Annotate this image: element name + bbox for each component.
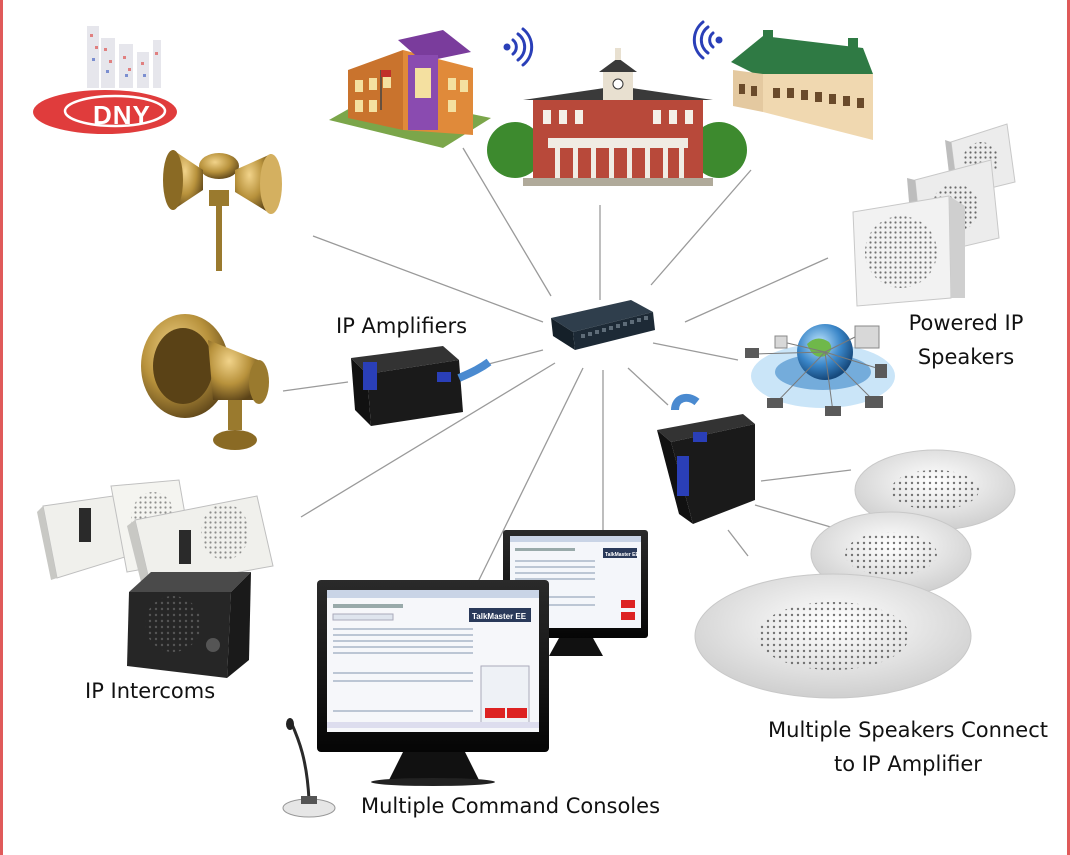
- wifi-icon: [692, 20, 723, 60]
- wall-speaker-icon: [852, 195, 965, 307]
- label-multiple-speakers: Multiple Speakers Connect to IP Amplifie…: [763, 713, 1053, 781]
- network-switch-icon: [551, 300, 655, 350]
- diagram-canvas: TalkMaster EE TalkMaster EE: [33, 20, 1016, 818]
- colonial-building-icon: [487, 48, 747, 186]
- label-line: Speakers: [917, 345, 1015, 369]
- label-ip-amplifiers: IP Amplifiers: [336, 314, 468, 338]
- ip-amplifier-icon: [351, 346, 492, 426]
- school-building-icon: [329, 30, 491, 148]
- ceiling-speaker-icon: [694, 573, 972, 699]
- logo-text: DNY: [93, 100, 151, 130]
- monitor-icon: [317, 580, 549, 786]
- network-globe-icon: [745, 324, 895, 416]
- label-powered-ip-speakers: Powered IP Speakers: [896, 306, 1036, 374]
- ceiling-speaker-icon: [854, 449, 1016, 531]
- wifi-icon: [503, 27, 534, 67]
- intercom-icon: [127, 572, 251, 678]
- dny-logo: [33, 26, 177, 134]
- ip-amplifier-icon: [657, 393, 755, 524]
- intercom-icon: [127, 495, 274, 590]
- label-line: Powered IP: [908, 311, 1024, 335]
- label-multiple-command-consoles: Multiple Command Consoles: [361, 794, 661, 818]
- console-brand-text: TalkMaster EE: [605, 552, 639, 558]
- horn-speaker-icon: [141, 314, 269, 450]
- microphone-icon: [282, 718, 336, 818]
- console-brand-text: TalkMaster EE: [472, 612, 527, 621]
- label-line: Multiple Speakers Connect: [768, 718, 1048, 742]
- horn-speaker-icon: [163, 150, 282, 271]
- label-line: to IP Amplifier: [834, 752, 982, 776]
- green-roof-building-icon: [731, 30, 873, 140]
- label-ip-intercoms: IP Intercoms: [85, 679, 216, 703]
